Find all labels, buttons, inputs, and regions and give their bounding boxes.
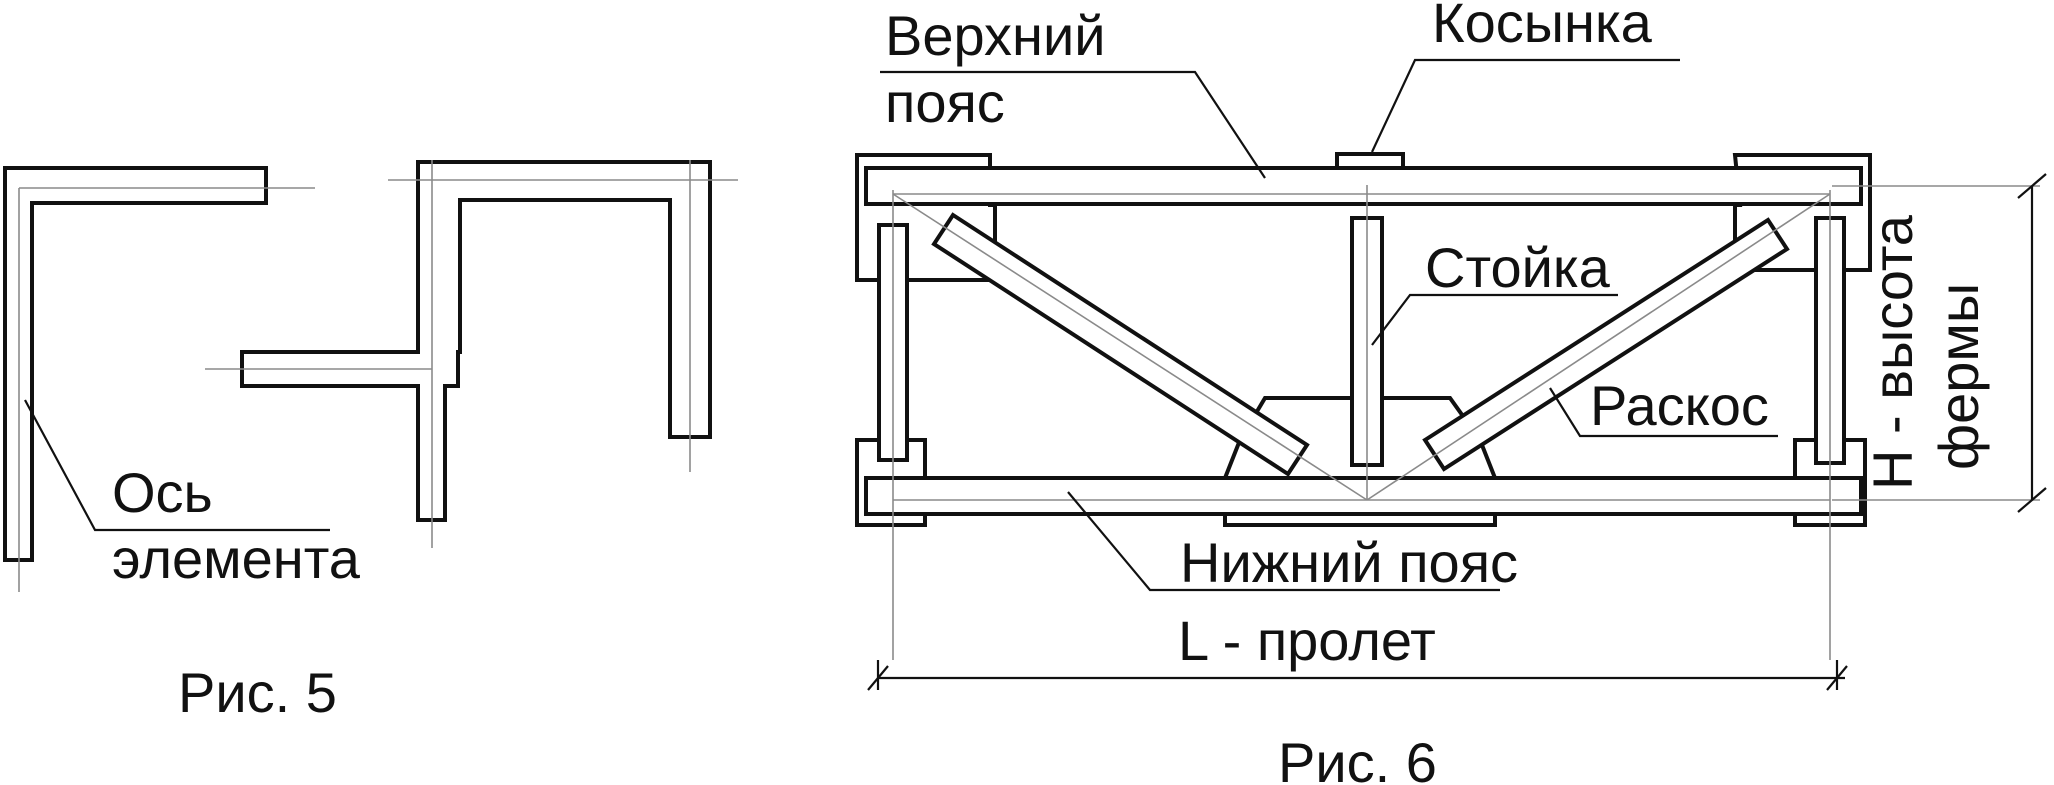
bottom-chord-leader (1067, 491, 1500, 592)
fig5-group: Ось элемента Рис. 5 (3, 160, 738, 724)
height-label-line1: Н - высота (1861, 214, 1924, 490)
fig5-axis-label-line2: элемента (112, 527, 361, 590)
diagonal-leader (1549, 387, 1778, 438)
gusset-top-center (1335, 152, 1405, 170)
gusset-label: Косынка (1432, 0, 1653, 54)
top-chord-leader (880, 70, 1266, 179)
span-label: L - пролет (1178, 609, 1436, 672)
bottom-chord (864, 476, 1863, 516)
fig5-axis-label-line1: Ось (112, 461, 213, 524)
height-label-line2: фермы (1927, 283, 1990, 470)
fig6-truss: L - пролет Н - высота фермы Верхний пояс… (855, 0, 2047, 785)
height-dimension (2017, 173, 2047, 513)
fig6-caption: Рис. 6 (1278, 731, 1437, 785)
span-dimension (867, 660, 1848, 691)
post-label: Стойка (1425, 236, 1611, 299)
fig5-axis-leader (24, 399, 330, 532)
post-leader (1371, 293, 1618, 346)
diagonal-label: Раскос (1590, 374, 1769, 437)
fig5-caption: Рис. 5 (178, 661, 337, 724)
fig5-tee-profile (240, 160, 712, 522)
gusset-leader (1371, 58, 1680, 153)
diagonal-left (931, 212, 1310, 477)
fig5-angle-profile (3, 166, 268, 562)
element-axes (892, 185, 2040, 660)
bottom-chord-label: Нижний пояс (1180, 531, 1518, 594)
top-chord-label-line1: Верхний (885, 4, 1106, 67)
top-chord (864, 166, 1863, 206)
top-chord-label-line2: пояс (885, 71, 1005, 134)
